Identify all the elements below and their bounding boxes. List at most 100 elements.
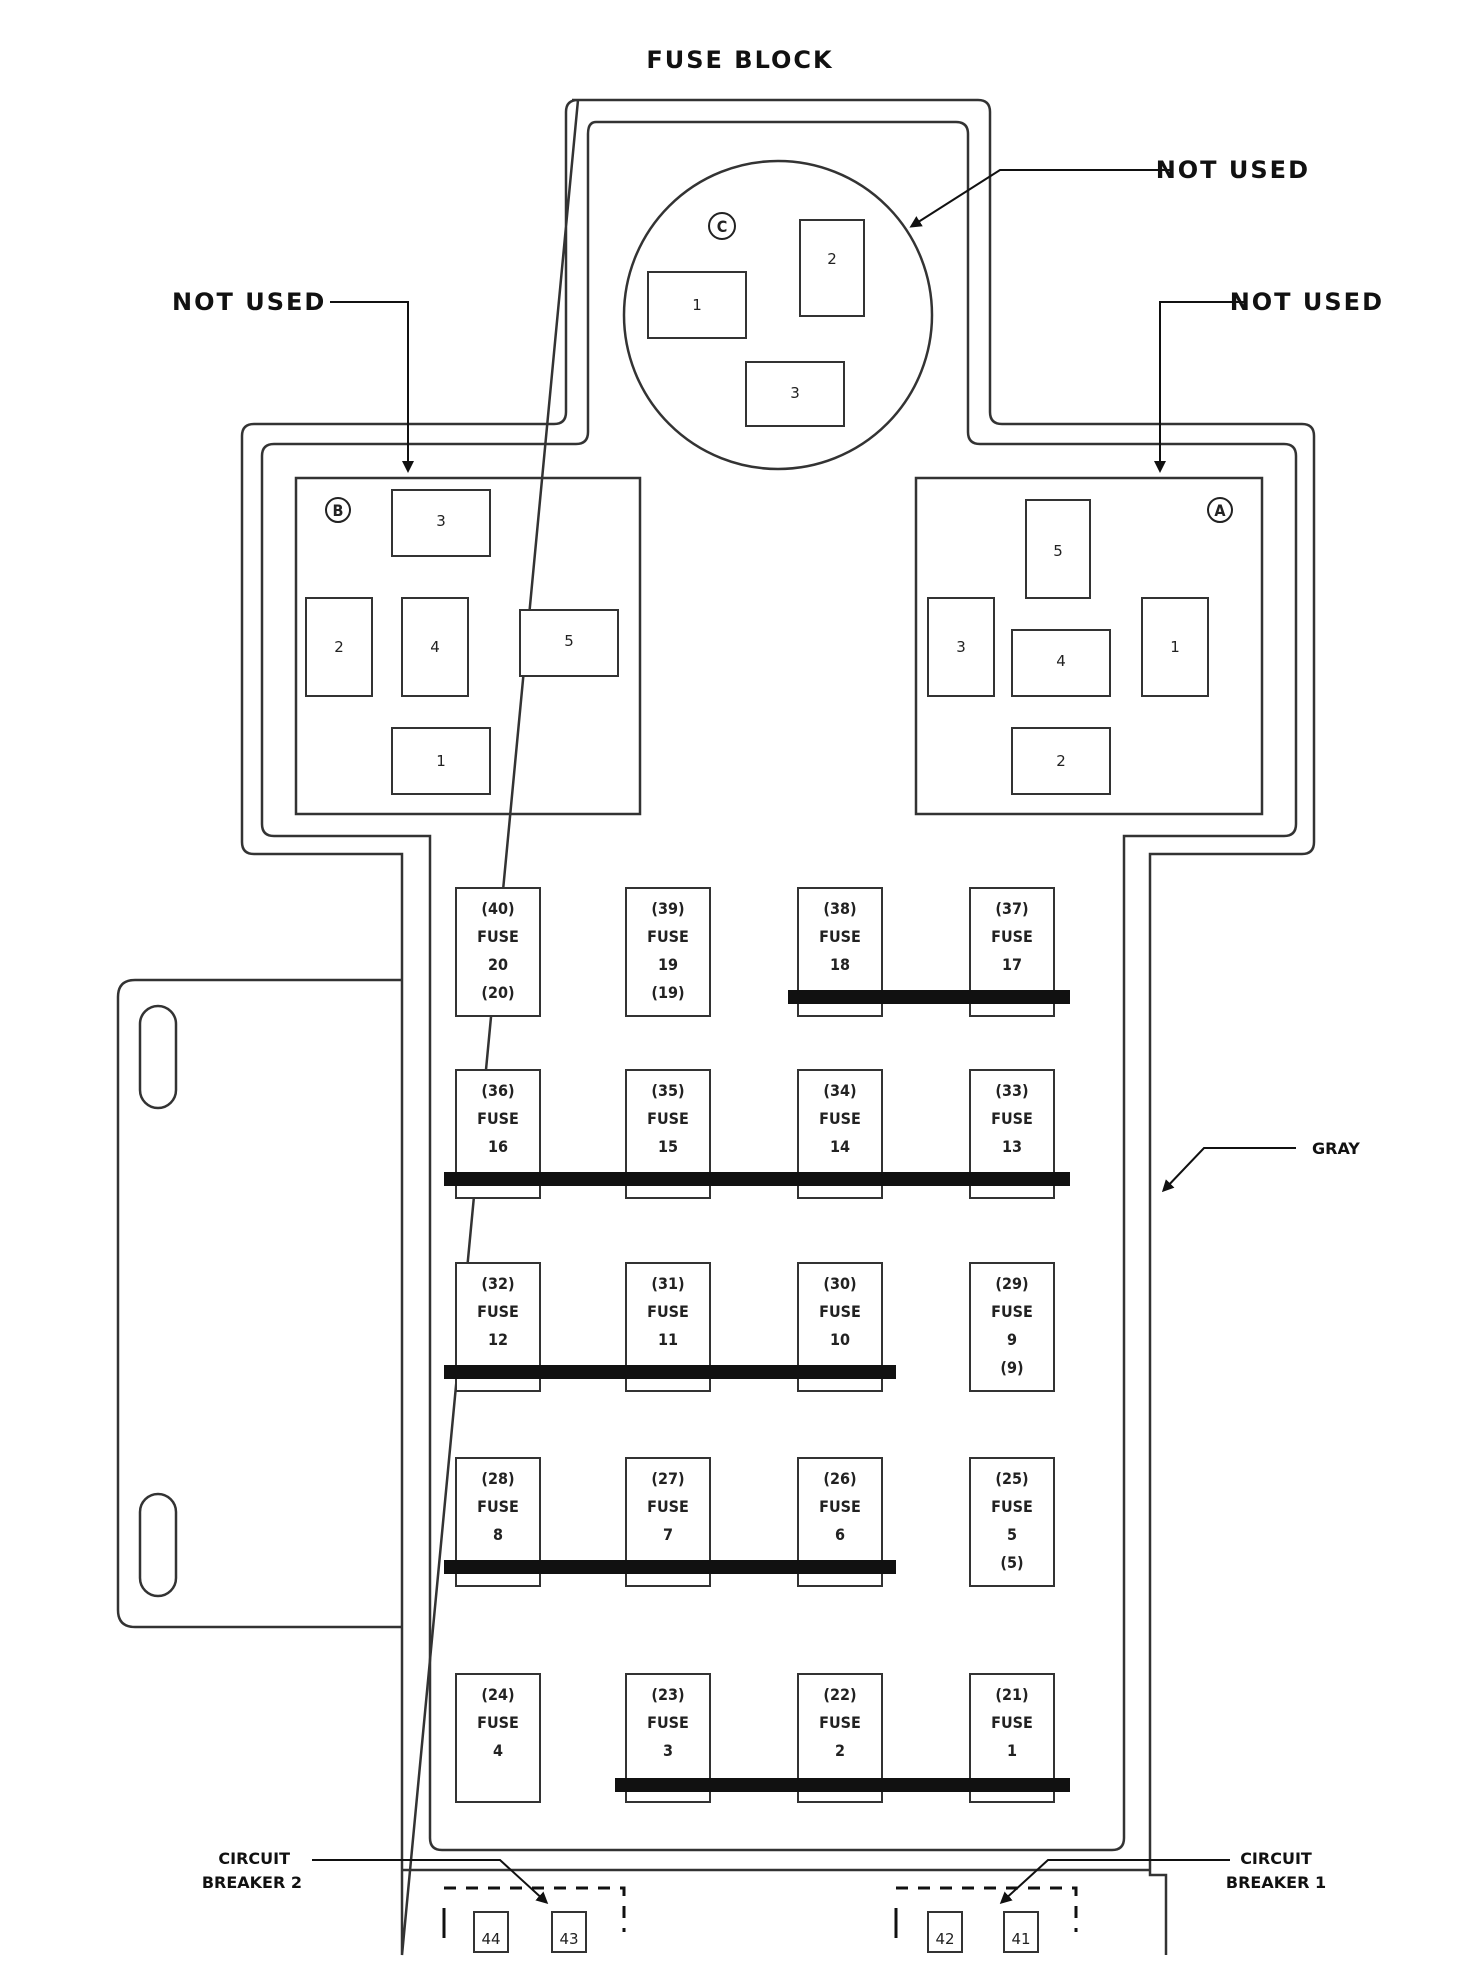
relay-a-slot-1 — [1141, 597, 1209, 697]
relay-a-slot-3-label: 3 — [956, 638, 966, 656]
mounting-bracket — [116, 978, 402, 1629]
bracket-slot-bottom — [138, 1492, 178, 1598]
fuse-word: FUSE — [819, 1713, 861, 1732]
fuse-number: 7 — [663, 1525, 673, 1544]
relay-a-slot-3 — [927, 597, 995, 697]
callout-not-used-right-arrow — [1154, 301, 1244, 473]
breaker-41 — [1003, 1911, 1039, 1953]
fuse-cavity-number: (35) — [651, 1081, 684, 1100]
fuse-number: 17 — [1002, 955, 1022, 974]
relay-b-slot-5 — [519, 609, 619, 677]
circuit-breaker-2-outline — [444, 1886, 626, 1932]
bracket-slot-top — [138, 1004, 178, 1110]
relay-b-slot-5-label: 5 — [564, 632, 574, 650]
housing-outer-outline — [240, 98, 1316, 1956]
circuit-breaker-1-outline — [896, 1886, 1078, 1932]
relay-c-letter: C — [717, 217, 728, 236]
breaker-44-label: 44 — [481, 1930, 500, 1948]
fuse-word: FUSE — [647, 1497, 689, 1516]
relay-c-slot-3 — [745, 361, 845, 427]
fuse-word: FUSE — [647, 1302, 689, 1321]
relay-b-slot-2 — [305, 597, 373, 697]
fuse-cavity-number: (27) — [651, 1469, 684, 1488]
fuse-number: 14 — [830, 1137, 850, 1156]
fuse-word: FUSE — [647, 1713, 689, 1732]
bus-bar-row-2 — [444, 1172, 1070, 1186]
breaker-42 — [927, 1911, 963, 1953]
fuse-number: 8 — [493, 1525, 503, 1544]
fuse-word: FUSE — [819, 1497, 861, 1516]
fuse-word: FUSE — [819, 927, 861, 946]
fuse-word: FUSE — [991, 1302, 1033, 1321]
breaker-41-label: 41 — [1011, 1930, 1030, 1948]
relay-center-c — [622, 159, 934, 471]
callout-not-used-top: NOT USED — [1156, 156, 1310, 184]
relay-c-marker — [708, 212, 736, 240]
fuse-number: 10 — [830, 1330, 850, 1349]
relay-a-marker — [1207, 497, 1233, 523]
relay-a-slot-4-label: 4 — [1056, 652, 1066, 670]
housing-inner-outline — [260, 120, 1298, 1852]
fuse-grid: (40) FUSE 20 (20) (39) FUSE 19 (19) (38) FUSE 1 8 (3… — [455, 887, 1055, 1803]
fuse-cavity-number: (34) — [823, 1081, 856, 1100]
callout-not-used-right: NOT USED — [1230, 288, 1384, 316]
fuse-cavity-number: (26) — [823, 1469, 856, 1488]
callout-not-used-left-arrow — [330, 301, 414, 473]
fuse-number: 3 — [663, 1741, 673, 1760]
relay-b-slot-3-label: 3 — [436, 512, 446, 530]
relay-b-slot-4-label: 4 — [430, 638, 440, 656]
fuse-word: FUSE — [477, 1302, 519, 1321]
fuse-cavity — [969, 1457, 1055, 1587]
fuse-cavity-number: (38) — [823, 899, 856, 918]
relay-a-slot-2-label: 2 — [1056, 752, 1066, 770]
fuse-cavity-number: (25) — [995, 1469, 1028, 1488]
relay-a-slot-4 — [1011, 629, 1111, 697]
fuse-number: 16 — [488, 1137, 508, 1156]
relay-c-slot-3-label: 3 — [790, 384, 800, 402]
callout-gray-arrow — [1161, 1147, 1296, 1193]
fuse-word: FUSE — [819, 1302, 861, 1321]
fuse-extra-number: (19) — [651, 983, 684, 1002]
fuse-number: 19 — [658, 955, 678, 974]
fuse-cavity-number: (39) — [651, 899, 684, 918]
relay-c-slot-1-label: 1 — [692, 296, 702, 314]
fuse-cavity — [455, 1673, 541, 1803]
fuse-number: 6 — [835, 1525, 845, 1544]
relay-c-slot-2 — [799, 219, 865, 317]
fuse-cavity-number: (32) — [481, 1274, 514, 1293]
fuse-cavity-number: (24) — [481, 1685, 514, 1704]
fuse-number: 1 — [1007, 1741, 1017, 1760]
relay-b-slot-1 — [391, 727, 491, 795]
fuse-cavity-number: (33) — [995, 1081, 1028, 1100]
fuse-word: FUSE — [647, 1109, 689, 1128]
bus-bar-row-4 — [444, 1560, 896, 1574]
callout-not-used-left: NOT USED — [172, 288, 326, 316]
fuse-extra-number: (9) — [1000, 1358, 1023, 1377]
breaker-42-label: 42 — [935, 1930, 954, 1948]
fuse-number: 12 — [488, 1330, 508, 1349]
fuse-cavity-number: (29) — [995, 1274, 1028, 1293]
fuse-cavity-number: (40) — [481, 899, 514, 918]
fuse-word: FUSE — [991, 1109, 1033, 1128]
relay-c-slot-2-label: 2 — [827, 250, 837, 268]
relay-center-a — [914, 476, 1264, 816]
fuse-cavity-number: (28) — [481, 1469, 514, 1488]
callout-cb1-arrow — [999, 1859, 1230, 1905]
bus-bar-row-5 — [615, 1778, 1070, 1792]
bus-bar-row-3 — [444, 1365, 896, 1379]
fuse-word: FUSE — [477, 927, 519, 946]
fuse-word: FUSE — [991, 1497, 1033, 1516]
fuse-cavity-number: (23) — [651, 1685, 684, 1704]
relay-b-slot-1-label: 1 — [436, 752, 446, 770]
fuse-cavity-number: (36) — [481, 1081, 514, 1100]
relay-b-slot-3 — [391, 489, 491, 557]
fuse-word: FUSE — [477, 1497, 519, 1516]
fuse-extra-number: (20) — [481, 983, 514, 1002]
bus-bar-row-1 — [788, 990, 1070, 1004]
relay-a-slot-5 — [1025, 499, 1091, 599]
relay-a-slot-1-label: 1 — [1170, 638, 1180, 656]
fuse-number: 20 — [488, 955, 508, 974]
fuse-word: FUSE — [477, 1109, 519, 1128]
diagram-title: FUSE BLOCK — [646, 46, 833, 74]
fuse-cavity-number: (31) — [651, 1274, 684, 1293]
